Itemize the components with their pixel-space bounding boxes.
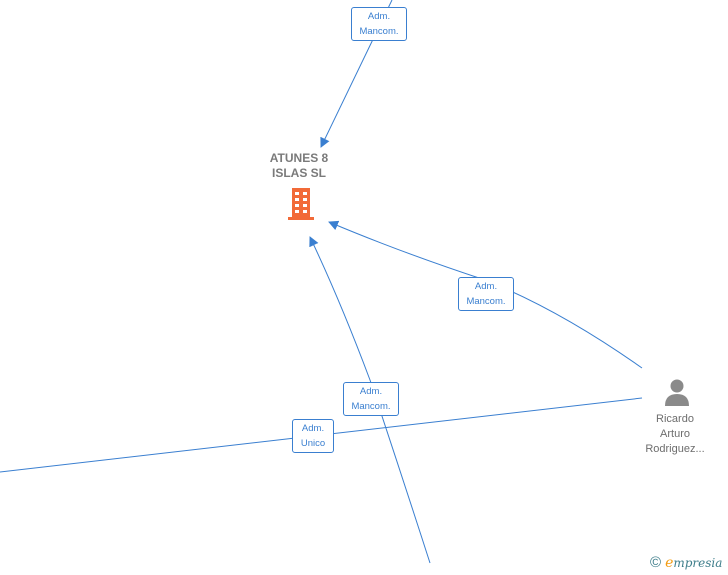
- edge-label-right-line2: Mancom.: [466, 296, 506, 307]
- edge-label-right[interactable]: Adm. Mancom.: [458, 277, 514, 311]
- edge-label-middle-line1: Adm.: [359, 386, 383, 397]
- company-name-line1: ATUNES 8: [269, 151, 329, 165]
- brand-logo-initial: e: [665, 555, 674, 571]
- person-icon[interactable]: [662, 377, 692, 407]
- building-icon[interactable]: [285, 186, 317, 222]
- brand-logo[interactable]: empresia: [665, 554, 722, 572]
- edge-label-top[interactable]: Adm. Mancom.: [351, 7, 407, 41]
- company-name[interactable]: ATUNES 8 ISLAS SL: [259, 151, 339, 181]
- edge-label-top-line2: Mancom.: [359, 26, 399, 37]
- copyright-icon: ©: [650, 554, 662, 571]
- edge-label-middle-line2: Mancom.: [351, 401, 391, 412]
- person-name-line2: Arturo: [660, 428, 690, 440]
- edge-label-top-line1: Adm.: [367, 11, 391, 22]
- edge-label-left[interactable]: Adm. Unico: [292, 419, 334, 453]
- person-name[interactable]: Ricardo Arturo Rodriguez...: [630, 412, 720, 457]
- person-name-line1: Ricardo: [656, 413, 694, 425]
- person-name-line3: Rodriguez...: [645, 443, 705, 455]
- edge-label-middle[interactable]: Adm. Mancom.: [343, 382, 399, 416]
- edge-label-left-line1: Adm.: [301, 423, 325, 434]
- edge-label-right-line1: Adm.: [474, 281, 498, 292]
- edge-middle-line: [309, 236, 431, 564]
- brand-logo-text: mpresia: [673, 556, 723, 570]
- brand-footer: © empresia: [650, 554, 722, 572]
- edge-label-left-line2: Unico: [300, 438, 326, 449]
- company-name-line2: ISLAS SL: [271, 166, 326, 180]
